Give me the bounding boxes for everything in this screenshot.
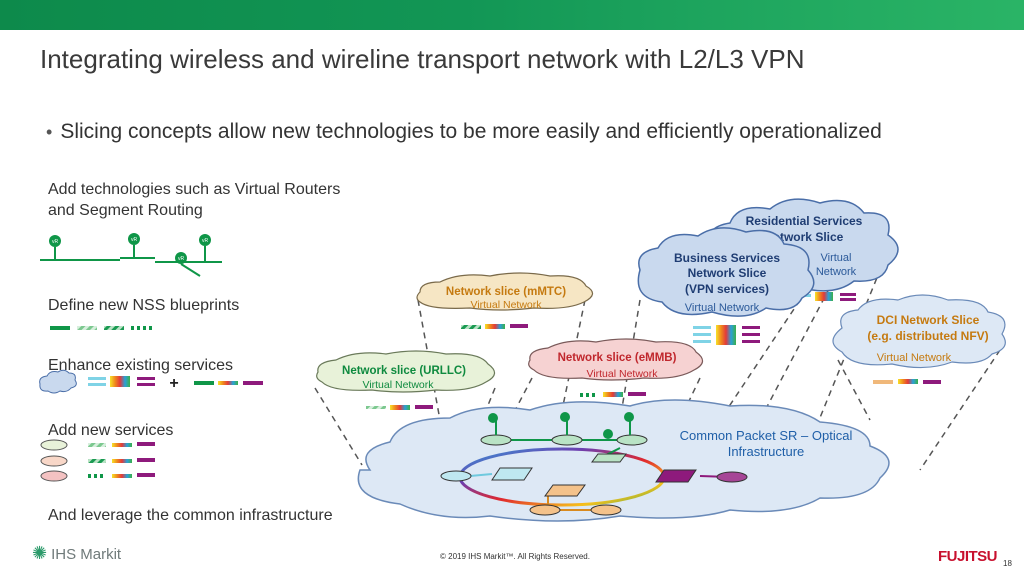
residential-vn1: Virtual [821,252,852,264]
left-item-technologies-line2: and Segment Routing [48,202,203,219]
svg-text:vR: vR [202,238,209,244]
router-icon: vR [199,234,211,246]
dci-vn: Virtual Network [877,352,952,364]
embb-name: Network slice (eMMB) [558,352,677,364]
left-item-technologies-line1: Add technologies such as Virtual Routers [48,181,341,198]
mmtc-name: Network slice (mMTC) [446,286,566,298]
slide-title: Integrating wireless and wireline transp… [40,44,805,74]
purple-switch [655,469,697,483]
plus-sign: + [169,375,178,392]
bullet-dot-icon: • [46,122,53,142]
mmtc-slice-cloud: Network slice (mMTC) Virtual Network [416,272,594,329]
dci-line2: (e.g. distributed NFV) [867,329,988,343]
enhance-legend: + [39,369,263,394]
left-item-new-services: Add new services [48,422,174,439]
fujitsu-logo: FUJITSU [938,548,998,565]
urllc-slice-cloud: Network slice (URLLC) Virtual Network [316,350,496,410]
embb-slice-cloud: Network slice (eMMB) Virtual Network [528,338,704,397]
business-line3: (VPN services) [685,282,769,296]
infra-node [616,412,648,446]
common-infrastructure-cloud: Common Packet SR – Optical Infrastructur… [357,399,890,522]
svg-text:vR: vR [131,237,138,243]
infra-node [480,413,512,446]
cyan-node [440,470,472,482]
residential-line2: Network Slice [765,230,844,244]
header-bar [0,0,1024,30]
ihs-logo-icon: ✺ [32,543,48,563]
ihs-markit-logo: ✺IHS Markit [32,543,121,564]
ihs-logo-text: IHS Markit [51,546,122,563]
orange-node [529,504,561,516]
router-icon: vR [49,235,61,247]
residential-vn2: Network [816,266,857,278]
residential-line1: Residential Services [746,214,863,228]
green-switch [591,453,627,463]
purple-node [716,471,748,483]
infra-line1: Common Packet SR – Optical [680,428,853,443]
blueprint-legend [50,326,152,330]
orange-node [590,504,622,516]
business-line2: Network Slice [688,266,767,280]
cyan-switch [491,467,533,481]
business-vn: Virtual Network [685,302,760,314]
urllc-vn: Virtual Network [363,379,435,391]
copyright-text: © 2019 IHS Markit™. All Rights Reserved. [440,552,590,561]
left-router-icons: vR vR vR vR [40,233,222,277]
page-number: 18 [1003,559,1012,568]
svg-text:vR: vR [178,256,185,262]
new-services-legend [40,439,155,482]
business-line1: Business Services [674,251,780,265]
dci-line1: DCI Network Slice [877,313,980,327]
infra-line2: Infrastructure [728,444,805,459]
svg-text:vR: vR [52,239,59,245]
infra-node [551,412,583,446]
orange-switch [544,484,586,497]
left-item-blueprints: Define new NSS blueprints [48,297,240,314]
dci-slice-cloud: DCI Network Slice (e.g. distributed NFV)… [832,294,1006,384]
left-item-enhance: Enhance existing services [48,357,233,374]
router-icon: vR [128,233,140,245]
left-item-technologies: Add technologies such as Virtual Routers… [48,179,340,221]
mmtc-vn: Virtual Network [471,299,543,311]
bullet-text: Slicing concepts allow new technologies … [60,120,882,143]
bullet-point: • Slicing concepts allow new technologies… [46,120,882,144]
business-slice-cloud: Business Services Network Slice (VPN ser… [637,227,815,345]
router-icon: vR [175,252,187,264]
urllc-name: Network slice (URLLC) [342,365,466,377]
left-item-leverage: And leverage the common infrastructure [48,507,333,524]
embb-vn: Virtual Network [587,368,659,380]
